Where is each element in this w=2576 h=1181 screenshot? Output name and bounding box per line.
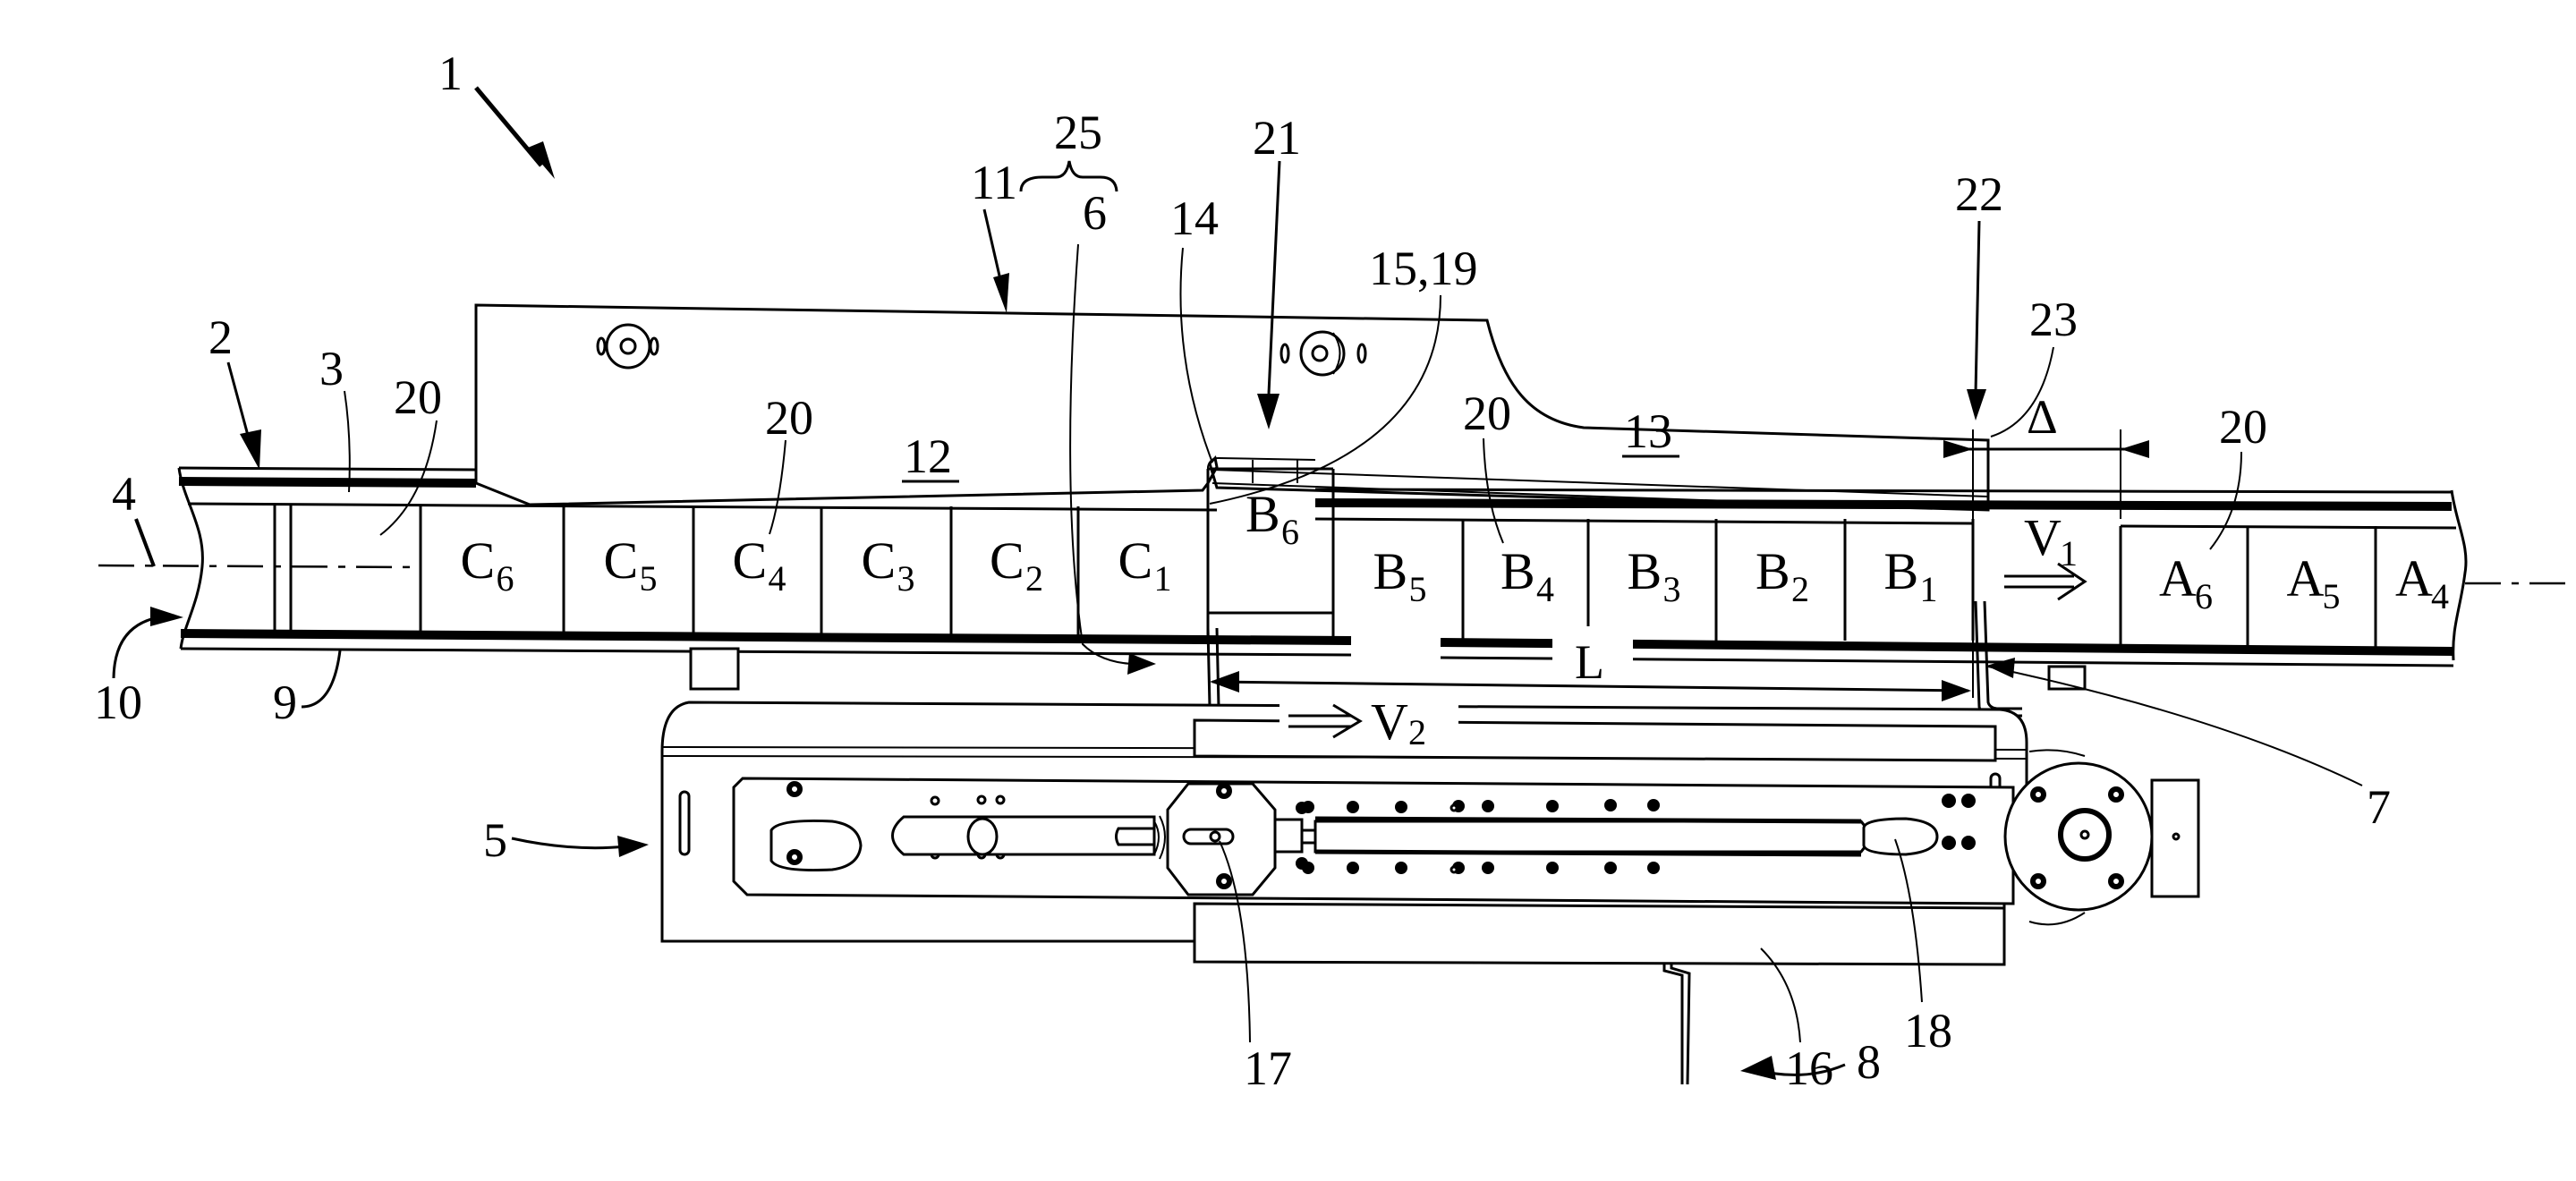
product-label: C <box>604 531 639 590</box>
product-subscript: 4 <box>769 558 786 599</box>
label-pusher-rear: 7 <box>2367 780 2391 834</box>
label-drive-unit: 5 <box>483 813 507 867</box>
product-subscript: 3 <box>897 558 915 599</box>
label-device: 1 <box>438 47 463 100</box>
label-wheel: 16 <box>1785 1041 1833 1095</box>
product-label: A <box>2159 549 2197 607</box>
product-label: C <box>733 531 768 590</box>
pusher-rear <box>1974 600 2022 718</box>
product-subscript: 6 <box>2195 576 2213 616</box>
delta-label: Δ <box>2027 390 2058 444</box>
label-pusher-front: 6 <box>1083 186 1107 240</box>
label-pusher-return: 8 <box>1857 1035 1881 1089</box>
product-label: C <box>862 531 897 590</box>
label-conveyor-end: 10 <box>94 675 142 729</box>
label-product-left: 20 <box>394 370 442 424</box>
product-subscript: 4 <box>2431 576 2449 616</box>
product-label: A <box>2395 549 2433 607</box>
label-pusher-pair: 25 <box>1054 106 1102 159</box>
product-subscript: 4 <box>1536 569 1554 609</box>
product-subscript: 6 <box>1281 512 1299 552</box>
drive-unit <box>660 647 2200 1085</box>
product-subscript: 1 <box>1154 558 1172 599</box>
length-label: L <box>1575 635 1604 689</box>
v1-subscript: 1 <box>2060 533 2078 574</box>
product-cell-a6: A6 <box>2119 526 2249 648</box>
product-cell-a4: A4 <box>2374 526 2449 648</box>
product-subscript: 5 <box>640 558 658 599</box>
annotations: 1 2 3 20 4 10 9 20 11 25 6 14 21 15,19 2… <box>94 47 2391 1095</box>
dimension-length: L <box>1210 626 1971 701</box>
product-label: A <box>2287 549 2325 607</box>
product-label: B <box>1884 542 1919 600</box>
dimension-delta: Δ <box>1943 390 2149 698</box>
label-rail-lower: 9 <box>273 675 297 729</box>
product-label: C <box>990 531 1024 590</box>
bolt-row <box>1302 794 1976 874</box>
product-subscript: 3 <box>1663 569 1681 609</box>
label-conveyor: 2 <box>208 310 233 364</box>
label-product-a: 20 <box>2219 400 2267 454</box>
product-cell-a5: A5 <box>2246 526 2377 648</box>
product-label: B <box>1628 542 1662 600</box>
label-guide-tip: 23 <box>2029 293 2078 346</box>
product-subscript: 1 <box>1920 569 1938 609</box>
label-conveyor-surface: 3 <box>319 342 344 395</box>
label-guide-end: 22 <box>1955 167 2003 221</box>
product-label: C <box>461 531 496 590</box>
product-subscript: 5 <box>1409 569 1427 609</box>
label-guide-gap: 21 <box>1253 111 1301 165</box>
label-guide-plate: 11 <box>971 156 1017 209</box>
label-carriage: 17 <box>1244 1041 1292 1095</box>
label-guide-edge: 14 <box>1170 191 1219 245</box>
knob-right-icon <box>1279 330 1367 377</box>
product-label: C <box>1118 531 1153 590</box>
double-arrow-right-icon <box>1288 703 1363 739</box>
drive-wheel <box>2003 749 2154 926</box>
product-subscript: 5 <box>2323 576 2341 616</box>
knob-left-icon <box>596 323 659 370</box>
label-product-mid: 20 <box>765 391 813 445</box>
guide-plate: 12 13 <box>474 303 1990 512</box>
product-label: B <box>1373 542 1408 600</box>
label-guide-curve: 15,19 <box>1369 242 1478 295</box>
label-drive-shaft: 18 <box>1904 1004 1952 1058</box>
label-guide-section-2: 13 <box>1624 404 1672 458</box>
product-label: B <box>1501 542 1535 600</box>
label-axis: 4 <box>112 467 136 521</box>
double-arrow-right-icon <box>2004 562 2087 601</box>
v2-subscript: 2 <box>1408 712 1426 752</box>
velocity-v2: V 2 <box>1279 691 1458 752</box>
label-product-b: 20 <box>1463 387 1511 440</box>
label-guide-section-1: 12 <box>904 429 952 483</box>
product-subscript: 2 <box>1791 569 1809 609</box>
velocity-v1: V 1 <box>2004 508 2087 601</box>
v2-label: V <box>1371 692 1408 751</box>
product-subscript: 6 <box>497 558 514 599</box>
product-subscript: 2 <box>1025 558 1043 599</box>
product-label: B <box>1756 542 1790 600</box>
v1-label: V <box>2024 508 2062 566</box>
